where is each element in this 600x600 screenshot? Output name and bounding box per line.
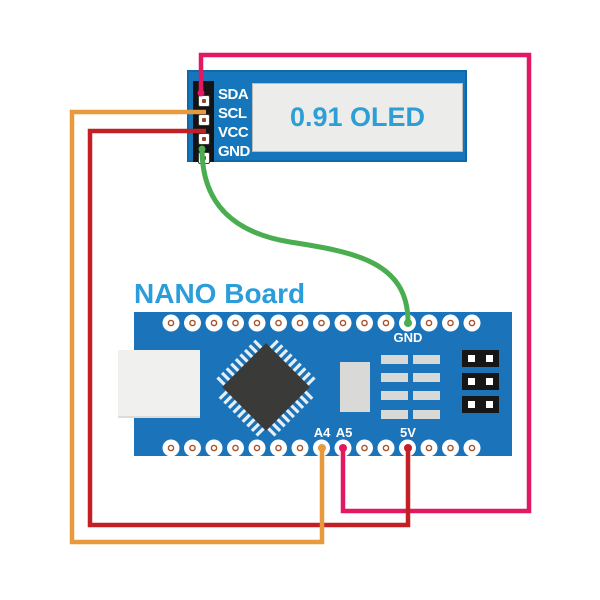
icsp-header-row [462,350,499,367]
smd-pad [413,373,440,382]
oled-pin-vcc [198,133,210,145]
smd-pad [381,373,408,382]
oled-pin-gnd [198,152,210,164]
smd-pad [413,391,440,400]
icsp-pin [486,378,494,385]
icsp-header-row [462,373,499,390]
icsp-pin [486,401,494,408]
smd-pad [381,410,408,419]
icsp-pin [467,401,475,408]
smd-pad [413,410,440,419]
oled-screen-text: 0.91 OLED [289,102,426,132]
oled-module-board: SDA SCL VCC GND 0.91 OLED [187,70,467,164]
smd-pad [413,355,440,364]
nano-pin-label-5v: 5V [400,425,416,440]
smd-pad [381,391,408,400]
nano-pin-label-a5: A5 [335,425,353,440]
nano-pin-label-a4: A4 [313,425,331,440]
usb-connector [118,350,200,418]
crystal-component [340,362,370,412]
nano-pin-label-gnd: GND [393,330,423,345]
oled-screen: 0.91 OLED [252,83,463,152]
smd-pad [381,355,408,364]
icsp-pin [467,378,475,385]
oled-pin-sda [198,95,210,107]
icsp-header-row [462,396,499,413]
oled-pin-scl [198,114,210,126]
icsp-pin [467,355,475,362]
oled-pin-header [193,81,214,164]
icsp-pin [486,355,494,362]
nano-board-title: NANO Board [134,278,306,309]
